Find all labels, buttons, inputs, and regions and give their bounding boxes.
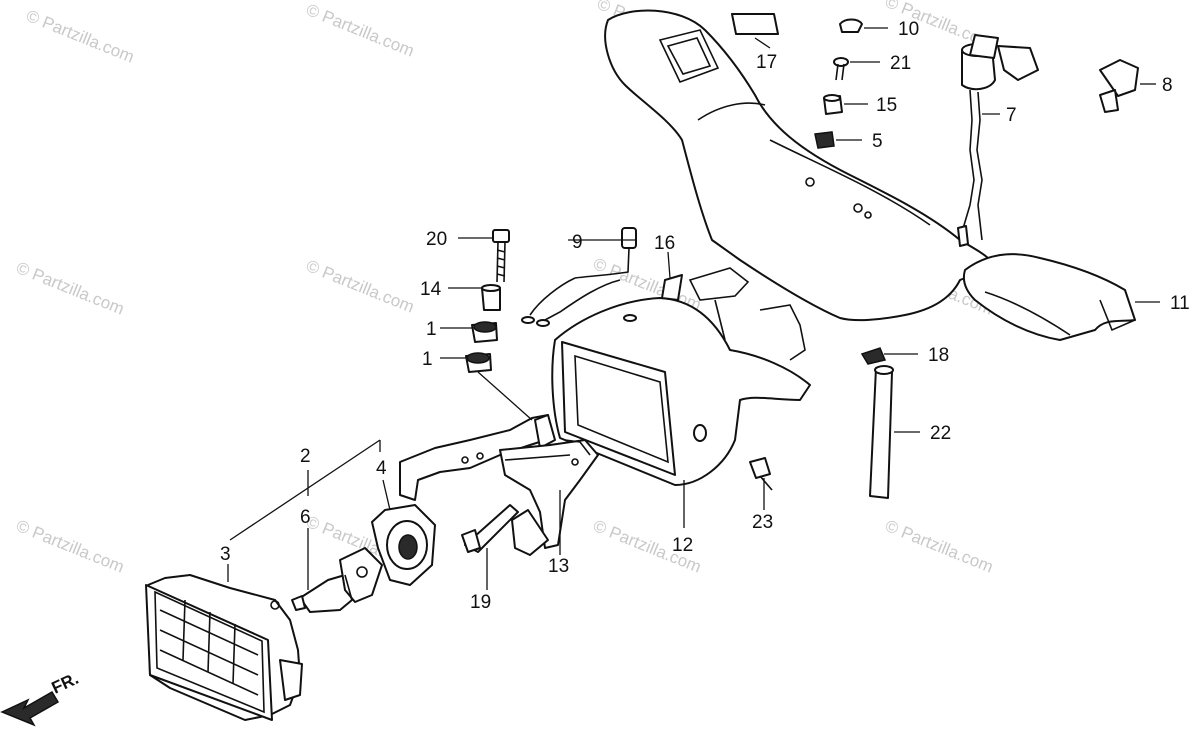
callout-11[interactable]: 11 [1170, 293, 1190, 314]
part-22-tube[interactable] [869, 365, 894, 499]
callout-18[interactable]: 18 [928, 345, 949, 366]
callout-16[interactable]: 16 [654, 233, 675, 254]
watermark: © Partzilla.com [14, 516, 127, 577]
part-6-bulb[interactable] [291, 547, 383, 613]
callout-3[interactable]: 3 [220, 544, 231, 565]
part-17-decal[interactable] [731, 13, 779, 35]
callout-10[interactable]: 10 [898, 19, 919, 40]
part-3-headlight-unit[interactable] [145, 574, 303, 721]
part-13-bracket[interactable] [399, 414, 599, 556]
callout-21[interactable]: 21 [890, 53, 911, 74]
part-20-bolt[interactable] [492, 229, 510, 283]
watermark: © Partzilla.com [304, 0, 417, 61]
callout-6[interactable]: 6 [300, 507, 311, 528]
part-1-grommet-a[interactable] [471, 321, 498, 343]
part-18-clip[interactable] [860, 347, 887, 365]
callout-9[interactable]: 9 [572, 232, 583, 253]
watermark: © Partzilla.com [883, 516, 996, 577]
callouts: 17 10 21 15 5 7 8 9 16 11 18 22 23 12 13… [220, 19, 1190, 613]
leader-lines [227, 27, 1160, 590]
part-7-ignition-switch[interactable] [957, 34, 1039, 247]
part-21-screw[interactable] [833, 57, 849, 81]
part-16-clip[interactable] [661, 274, 683, 301]
callout-8[interactable]: 8 [1162, 75, 1173, 96]
front-arrow-icon [0, 690, 60, 727]
watermark: © Partzilla.com [304, 256, 417, 317]
part-19-adjuster[interactable] [461, 504, 519, 553]
callout-2[interactable]: 2 [300, 446, 311, 467]
part-1-grommet-b[interactable] [465, 352, 492, 373]
callout-7[interactable]: 7 [1006, 105, 1017, 126]
callout-12[interactable]: 12 [672, 535, 693, 556]
callout-15[interactable]: 15 [876, 95, 897, 116]
front-direction-indicator: FR. [0, 669, 82, 727]
part-10-cap[interactable] [839, 18, 863, 33]
callout-23[interactable]: 23 [752, 512, 773, 533]
callout-1[interactable]: 1 [426, 319, 437, 340]
callout-14[interactable]: 14 [420, 279, 442, 300]
handlebar-cover-upper[interactable] [604, 9, 992, 322]
part-12-headlight-case[interactable] [551, 267, 811, 486]
part-4-socket-ring[interactable] [371, 504, 436, 586]
callout-20[interactable]: 20 [426, 229, 447, 250]
part-14-collar[interactable] [481, 284, 501, 311]
callout-19[interactable]: 19 [470, 592, 491, 613]
callout-17[interactable]: 17 [756, 52, 777, 73]
callout-5[interactable]: 5 [872, 131, 883, 152]
callout-4[interactable]: 4 [376, 458, 387, 479]
part-23-bolt[interactable] [749, 457, 773, 491]
callout-13[interactable]: 13 [548, 556, 569, 577]
callout-22[interactable]: 22 [930, 423, 951, 444]
watermark: © Partzilla.com [24, 6, 137, 67]
part-5-nut[interactable] [814, 131, 835, 149]
part-11-cover[interactable] [962, 253, 1136, 341]
watermark: © Partzilla.com [14, 258, 127, 319]
part-8-key[interactable] [1099, 59, 1139, 113]
part-15-collar[interactable] [823, 94, 843, 115]
callout-1[interactable]: 1 [422, 349, 433, 370]
part-9-socket[interactable] [521, 227, 637, 327]
